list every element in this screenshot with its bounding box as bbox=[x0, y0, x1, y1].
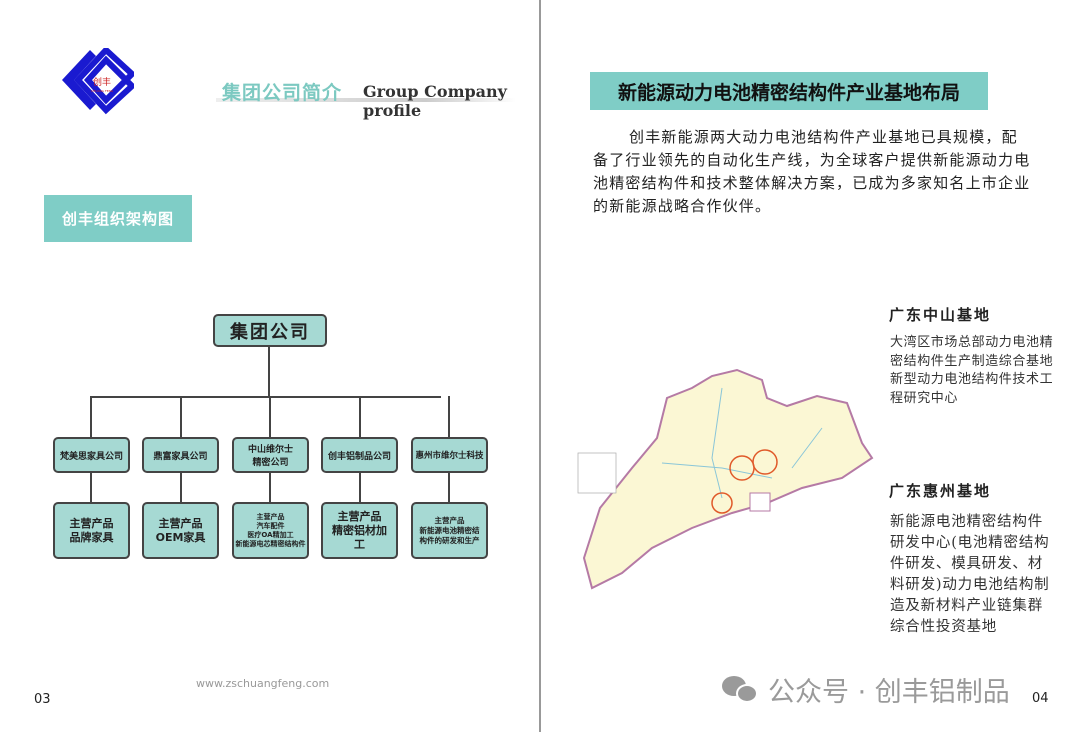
org-product: 主营产品 精密铝材加工 bbox=[321, 502, 398, 559]
zhongshan-text: 大湾区市场总部动力电池精密结构件生产制造综合基地新型动力电池结构件技术工程研究中… bbox=[890, 335, 1054, 406]
wechat-icon bbox=[722, 674, 762, 706]
org-company: 中山维尔士精密公司 bbox=[232, 437, 309, 473]
org-product: 主营产品 新能源电池精密结构件的研发和生产 bbox=[411, 502, 488, 559]
right-page-title: 新能源动力电池精密结构件产业基地布局 bbox=[590, 72, 988, 110]
intro-paragraph: 创丰新能源两大动力电池结构件产业基地已具规模，配备了行业领先的自动化生产线，为全… bbox=[593, 128, 1031, 215]
huizhou-title: 广东惠州基地 bbox=[889, 482, 992, 500]
org-company: 梵美思家具公司 bbox=[53, 437, 130, 473]
title-underline bbox=[216, 98, 516, 102]
org-company: 鼎富家具公司 bbox=[142, 437, 219, 473]
svg-text:CHUANG FENG: CHUANG FENG bbox=[91, 89, 114, 93]
org-product: 主营产品 品牌家具 bbox=[53, 502, 130, 559]
svg-text:创丰: 创丰 bbox=[93, 76, 111, 88]
org-product: 主营产品 OEM家具 bbox=[142, 502, 219, 559]
page-number-left: 03 bbox=[34, 692, 51, 707]
zhongshan-title: 广东中山基地 bbox=[889, 306, 992, 324]
wechat-watermark: 公众号 · 创丰铝制品 bbox=[722, 670, 1010, 709]
website-url: www.zschuangfeng.com bbox=[196, 677, 330, 690]
page-number-right: 04 bbox=[1032, 691, 1049, 706]
org-product: 主营产品 汽车配件 医疗OA精加工 新能源电芯精密结构件 bbox=[232, 502, 309, 559]
section-title-cn: 集团公司简介 bbox=[222, 82, 343, 104]
huizhou-text: 新能源电池精密结构件研发中心(电池精密结构件研发、模具研发、材料研发)动力电池结… bbox=[890, 514, 1050, 635]
section-title-en: Group Company profile bbox=[363, 82, 507, 120]
org-root: 集团公司 bbox=[213, 314, 327, 347]
page-divider bbox=[539, 0, 541, 732]
watermark-text: 公众号 · 创丰铝制品 bbox=[768, 677, 1010, 708]
org-company: 创丰铝制品公司 bbox=[321, 437, 398, 473]
company-logo: 创丰 CHUANG FENG bbox=[62, 48, 134, 115]
org-chart-tag: 创丰组织架构图 bbox=[44, 195, 192, 242]
org-company: 惠州市维尔士科技 bbox=[411, 437, 488, 473]
guangdong-map bbox=[577, 368, 874, 590]
